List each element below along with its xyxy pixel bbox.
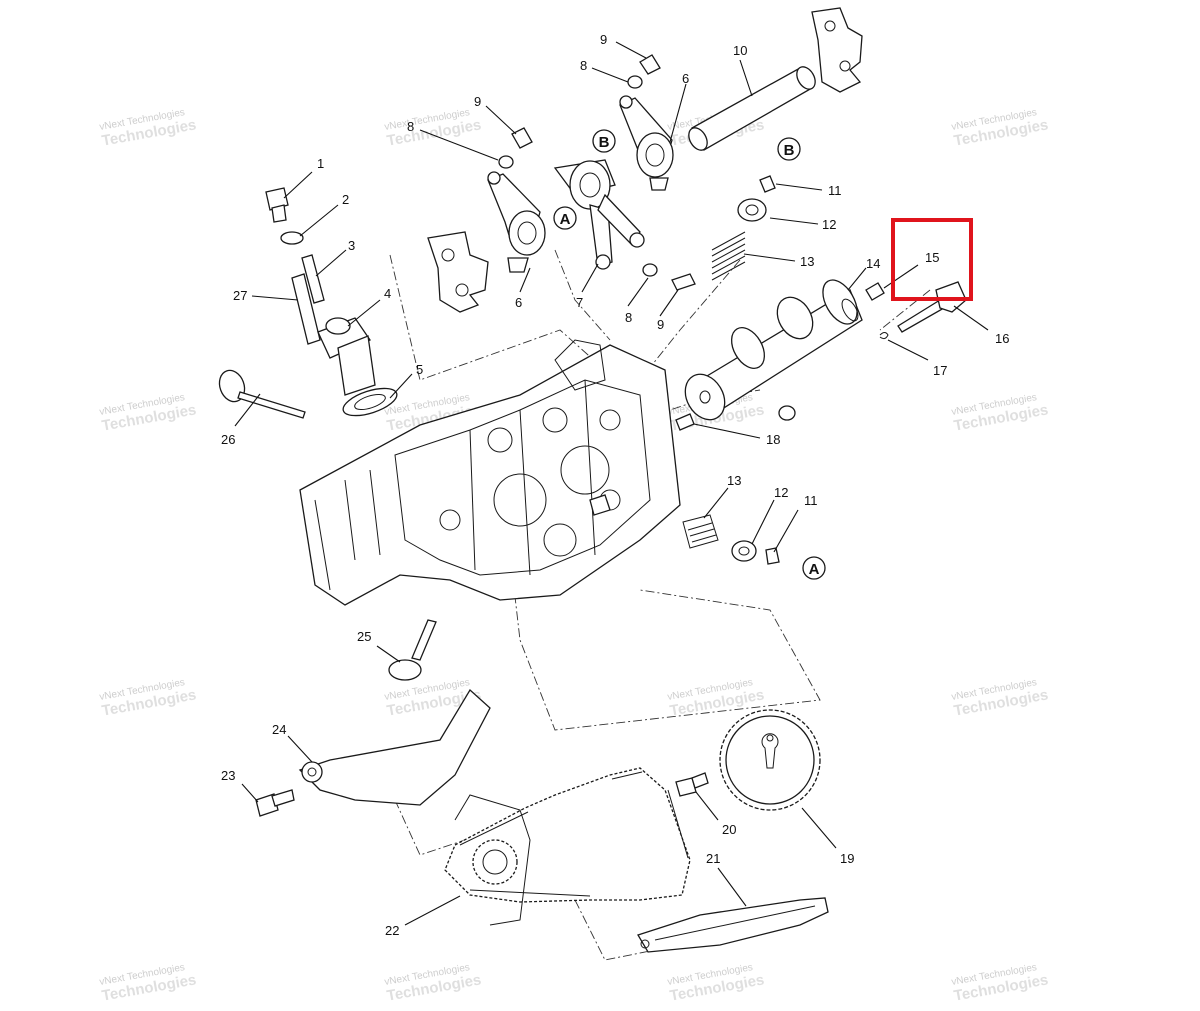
- marker-letter: B: [599, 134, 610, 151]
- cam-sprocket-19: [719, 709, 821, 811]
- callout-5: 5: [416, 362, 423, 377]
- cam-chain-tensioner-4: [317, 317, 376, 396]
- exhaust-valve-25: [388, 619, 437, 681]
- valve-spring-13-top: [711, 231, 746, 281]
- callout-16: 16: [995, 331, 1009, 346]
- spring-retainer-12-top: [737, 198, 767, 222]
- gasket-5: [342, 387, 398, 417]
- callout-24: 24: [272, 722, 286, 737]
- reference-marker-b-right: B: [777, 137, 801, 161]
- callout-17: 17: [933, 363, 947, 378]
- callout-9-left: 9: [474, 94, 481, 109]
- callout-2: 2: [342, 192, 349, 207]
- callout-15: 15: [925, 250, 939, 265]
- callout-8-left: 8: [407, 119, 414, 134]
- callout-7: 7: [576, 295, 583, 310]
- bolt-23: [255, 789, 295, 817]
- marker-letter: B: [784, 142, 795, 159]
- callout-9-bottom: 9: [657, 317, 664, 332]
- rocker-arm-6-top: [619, 95, 674, 191]
- locknut-8-bottom: [642, 263, 658, 277]
- callout-6-top: 6: [682, 71, 689, 86]
- reference-marker-a-top: A: [553, 206, 577, 230]
- callout-10: 10: [733, 43, 747, 58]
- adjuster-screw-9-left: [511, 127, 533, 149]
- adjuster-screw-9-top: [639, 54, 661, 75]
- callout-4: 4: [384, 286, 391, 301]
- rocker-arm-7: [553, 159, 645, 270]
- bolt-1: [265, 187, 289, 223]
- callout-8-bottom: 8: [625, 310, 632, 325]
- cam-chain-guide-24: [298, 688, 491, 806]
- cam-holder-bracket-right: [811, 7, 863, 93]
- rocker-arm-6-left: [487, 171, 546, 273]
- callout-13-top: 13: [800, 254, 814, 269]
- callout-11-top: 11: [828, 183, 842, 198]
- locknut-8-top: [627, 75, 643, 89]
- valve-cotter-11-top: [759, 175, 776, 193]
- callout-12-top: 12: [822, 217, 836, 232]
- rocker-shaft: [688, 66, 816, 151]
- callout-23: 23: [221, 768, 235, 783]
- cam-chain-22: [444, 767, 691, 903]
- intake-valve-26: [218, 369, 306, 419]
- valve-spring-13-bottom: [682, 514, 719, 549]
- crank-sprocket: [454, 794, 531, 926]
- callout-12-bottom: 12: [774, 485, 788, 500]
- reference-marker-a-bottom: A: [802, 556, 826, 580]
- dowel-pin-15: [865, 282, 885, 301]
- stud-3: [301, 254, 325, 304]
- decompressor-weight-16: [897, 281, 967, 333]
- callout-18: 18: [766, 432, 780, 447]
- marker-letter: A: [809, 561, 820, 578]
- callout-13-bottom: 13: [727, 473, 741, 488]
- oil-seal-small: [778, 405, 796, 421]
- spring-17: [879, 332, 889, 340]
- bolt-20: [675, 772, 709, 797]
- callout-3: 3: [348, 238, 355, 253]
- adjuster-screw-9-bottom: [671, 273, 696, 291]
- highlight-box-part-15: [891, 218, 973, 301]
- callout-22: 22: [385, 923, 399, 938]
- callout-8-top: 8: [580, 58, 587, 73]
- callout-19: 19: [840, 851, 854, 866]
- callout-27: 27: [233, 288, 247, 303]
- valve-cotter-11-bottom: [765, 547, 780, 565]
- spring-retainer-12-bottom: [731, 540, 757, 562]
- reference-marker-b-left: B: [592, 129, 616, 153]
- callout-1: 1: [317, 156, 324, 171]
- callout-14: 14: [866, 256, 880, 271]
- callout-11-bottom: 11: [804, 493, 818, 508]
- callout-21: 21: [706, 851, 720, 866]
- callout-labels: 1 2 3 4 5 6 6 7 8 8 8 9 9 9 10 11 11 12 …: [221, 32, 1009, 938]
- callout-6-left: 6: [515, 295, 522, 310]
- cam-holder-bracket-left: [427, 231, 489, 313]
- marker-letter: A: [560, 211, 571, 228]
- leader-lines: [234, 41, 989, 926]
- callout-26: 26: [221, 432, 235, 447]
- cylinder-head: [299, 339, 681, 606]
- callout-9-top: 9: [600, 32, 607, 47]
- bolt-27: [291, 273, 321, 345]
- callout-20: 20: [722, 822, 736, 837]
- chain-tensioner-guide-21: [637, 897, 829, 953]
- camshaft: [684, 279, 863, 421]
- washer-2: [280, 231, 304, 245]
- valve-stem-bottom: [589, 494, 611, 516]
- callout-25: 25: [357, 629, 371, 644]
- locknut-8-left: [498, 155, 514, 169]
